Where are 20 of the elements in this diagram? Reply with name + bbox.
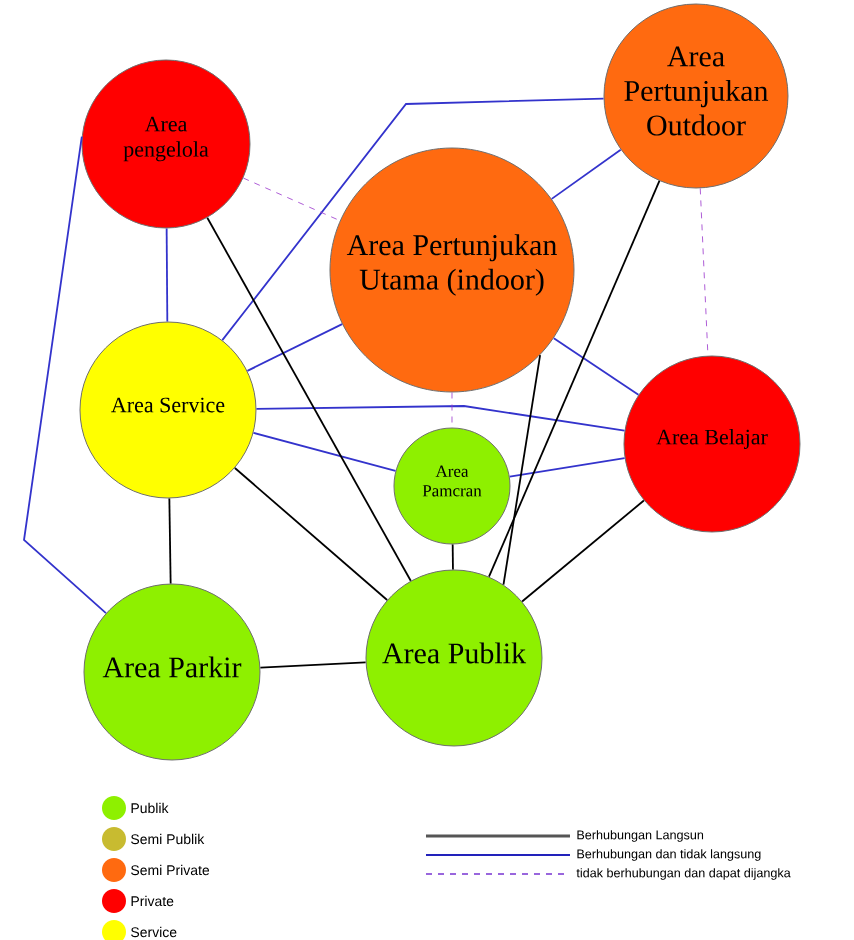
connector-line bbox=[23, 135, 107, 614]
connector-line bbox=[488, 180, 661, 578]
connector-line bbox=[550, 148, 622, 200]
connector-line bbox=[699, 188, 709, 356]
connector-line bbox=[168, 497, 172, 585]
connector-line bbox=[233, 467, 389, 601]
connector-line bbox=[252, 432, 397, 472]
connector-line bbox=[552, 337, 640, 396]
connector-line bbox=[246, 323, 344, 372]
connector-line bbox=[521, 499, 645, 603]
connector-line bbox=[259, 661, 367, 669]
connector-line bbox=[508, 457, 626, 478]
connector-line bbox=[502, 354, 541, 586]
connector-line bbox=[242, 177, 341, 221]
connector-line bbox=[221, 97, 605, 342]
connector-line bbox=[255, 405, 626, 432]
connector-line bbox=[451, 543, 454, 571]
connector-line bbox=[165, 227, 169, 323]
connector-line bbox=[451, 392, 453, 428]
connector-line bbox=[206, 216, 412, 582]
